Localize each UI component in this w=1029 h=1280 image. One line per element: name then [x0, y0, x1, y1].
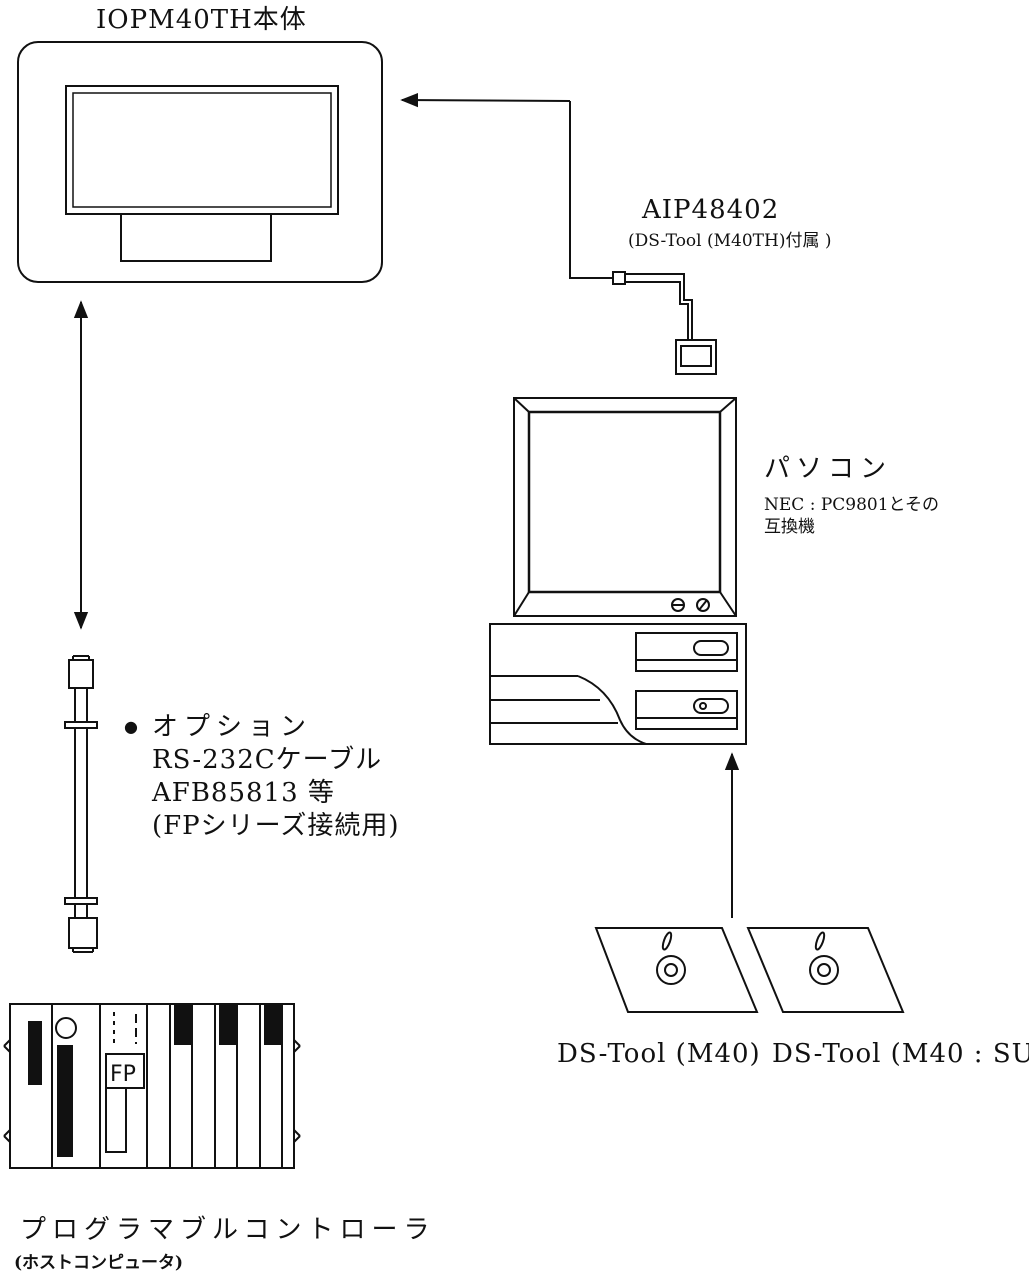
plc-module-label: FP [110, 1062, 136, 1087]
floppy-disk-1 [596, 928, 757, 1012]
option-label: オプション [152, 713, 312, 743]
option-bullet: ● [124, 718, 138, 736]
option-cable-model: AFB85813 等 [152, 779, 335, 809]
device-title: IOPM40TH本体 [96, 6, 307, 36]
pc-desc-line1: NEC : PC9801とその [764, 496, 939, 516]
option-cable-type: RS-232Cケーブル [152, 746, 382, 776]
pc-desc-line2: 互換機 [764, 518, 815, 538]
cable-model-label: AIP48402 [642, 196, 779, 226]
option-cable [65, 656, 97, 952]
disk2-label: DS-Tool (M40 : SUH) [772, 1040, 1029, 1070]
iopm-device [18, 42, 382, 282]
disk1-label: DS-Tool (M40) [557, 1040, 761, 1070]
plc-unit [4, 1004, 300, 1168]
cable-note-label: (DS-Tool (M40TH)付属 ) [628, 232, 832, 252]
floppy-disk-2 [748, 928, 903, 1012]
pc-title: パソコン [764, 455, 892, 485]
plc-subtitle: (ホストコンピュータ) [14, 1254, 183, 1274]
plc-title: プログラマブルコントローラ [20, 1216, 435, 1246]
pc-computer [490, 398, 746, 744]
option-cable-usage: (FPシリーズ接続用) [152, 812, 400, 842]
